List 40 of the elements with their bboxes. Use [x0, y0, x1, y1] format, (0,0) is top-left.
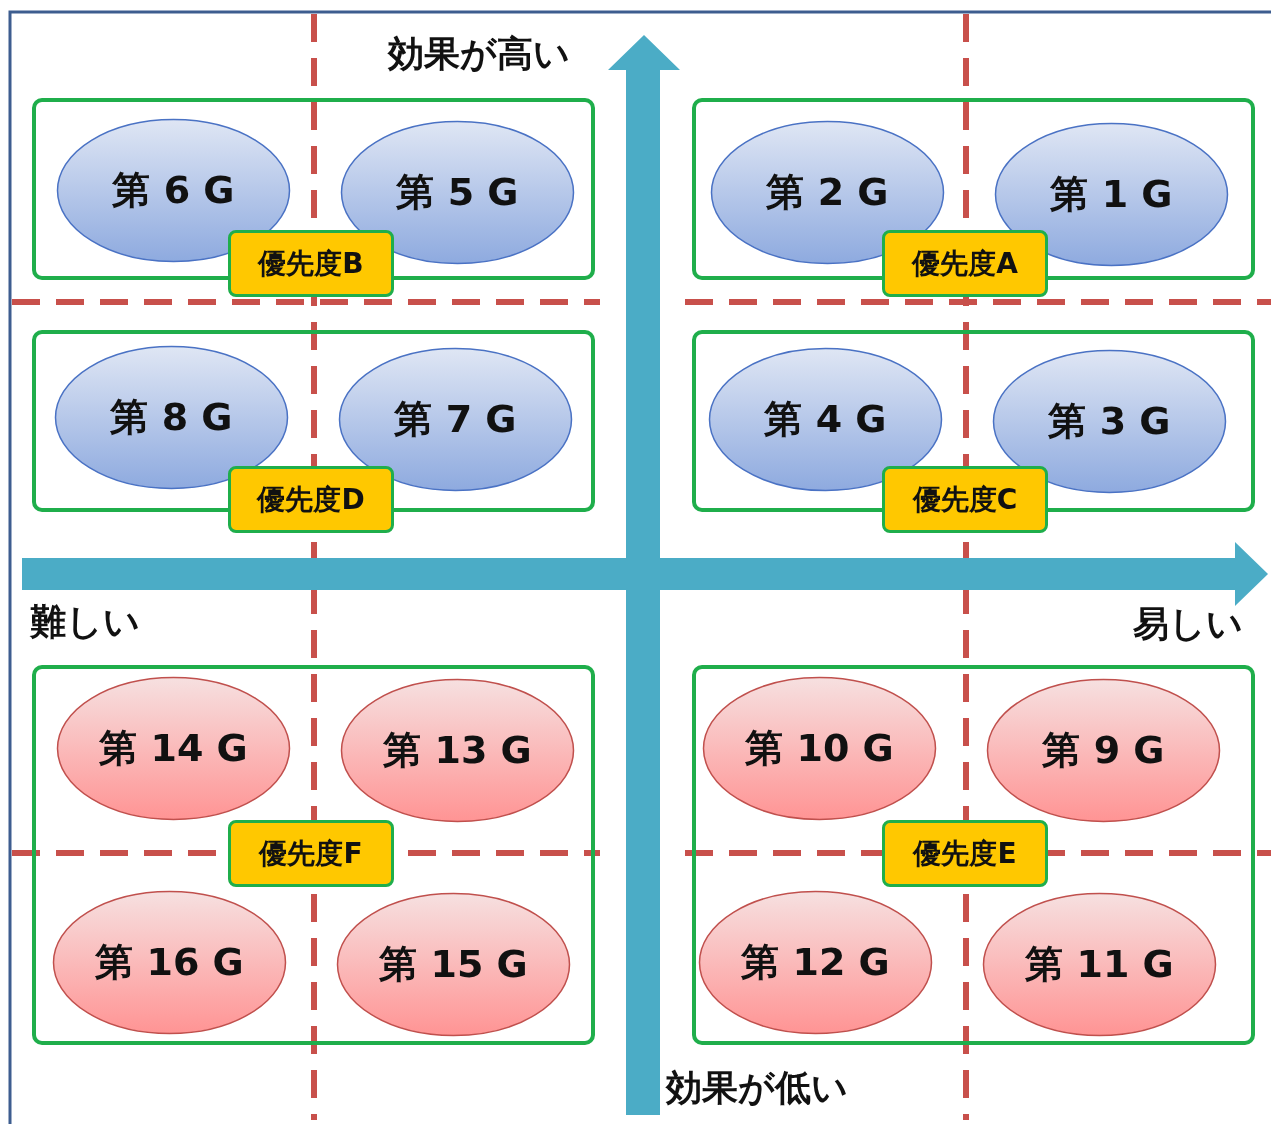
priority-badge: 優先度B: [228, 230, 394, 297]
group-ellipse: [698, 890, 933, 1035]
priority-badge: 優先度F: [228, 820, 394, 887]
group-ellipse: [56, 676, 291, 821]
group-ellipse: [52, 890, 287, 1035]
priority-badge: 優先度D: [228, 466, 394, 533]
group-ellipse: [702, 676, 937, 821]
group-ellipse: [340, 678, 575, 823]
group-label: 第 3 G: [1048, 398, 1171, 445]
axis-label: 易しい: [1133, 602, 1243, 646]
group-label: 第 12 G: [741, 939, 890, 986]
group-ellipse: [986, 678, 1221, 823]
group-label: 第 7 G: [394, 396, 517, 443]
group-label: 第 8 G: [110, 394, 233, 441]
group-frame: [32, 665, 595, 1045]
group-frame: [692, 98, 1255, 280]
group-label: 第 6 G: [112, 167, 235, 214]
group-label: 第 14 G: [99, 725, 248, 772]
group-ellipse: [336, 892, 571, 1037]
group-label: 第 2 G: [766, 169, 889, 216]
group-frame: [32, 98, 595, 280]
group-label: 第 15 G: [379, 941, 528, 988]
group-ellipse: [982, 892, 1217, 1037]
group-label: 第 13 G: [383, 727, 532, 774]
priority-badge: 優先度A: [882, 230, 1048, 297]
axis-label: 効果が低い: [666, 1066, 848, 1110]
axis-label: 効果が高い: [388, 32, 570, 76]
group-label: 第 10 G: [745, 725, 894, 772]
priority-badge: 優先度E: [882, 820, 1048, 887]
group-label: 第 5 G: [396, 169, 519, 216]
group-label: 第 1 G: [1050, 171, 1173, 218]
group-frame: [692, 330, 1255, 512]
group-label: 第 16 G: [95, 939, 244, 986]
group-label: 第 11 G: [1025, 941, 1174, 988]
group-label: 第 9 G: [1042, 727, 1165, 774]
priority-badge: 優先度C: [882, 466, 1048, 533]
group-label: 第 4 G: [764, 396, 887, 443]
axis-label: 難しい: [30, 600, 140, 644]
group-frame: [692, 665, 1255, 1045]
group-frame: [32, 330, 595, 512]
